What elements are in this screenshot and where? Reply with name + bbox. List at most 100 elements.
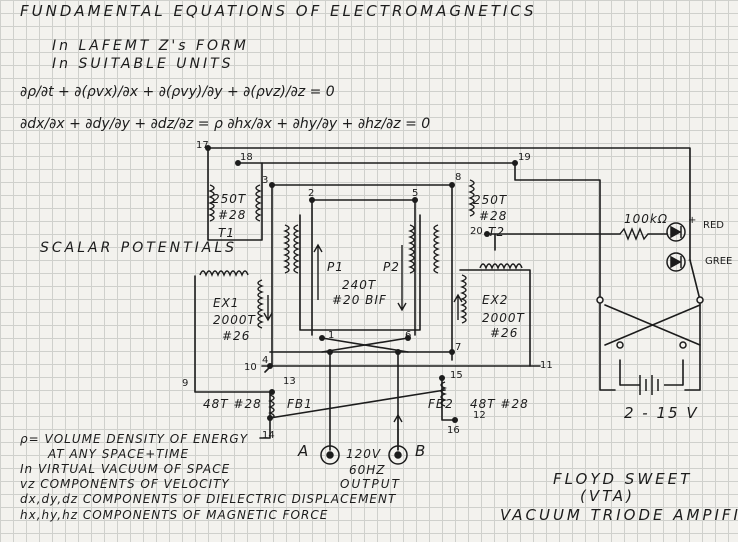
led-red-label: RED [703, 220, 724, 231]
output-voltage: 120V [346, 447, 382, 461]
arrow-down-left [263, 295, 273, 322]
ex1-vert-winding [257, 279, 264, 329]
resistor-label: 100kΩ [624, 212, 669, 226]
t1-turns: 250T [212, 192, 247, 206]
node-7: 7 [455, 342, 462, 353]
node-17: 17 [196, 140, 209, 151]
junction-dots-icon [205, 145, 518, 423]
led-red-icon [666, 222, 686, 242]
terminal-a-label: A [298, 442, 309, 460]
primary-gauge: #20 BIF [332, 293, 387, 307]
wire-battery-leads [619, 359, 684, 386]
output-terminal-a-icon [320, 445, 340, 465]
led-plus: + [688, 215, 697, 226]
node-4: 4 [262, 355, 269, 366]
fb2-name: FB2 [428, 397, 454, 411]
output-terminal-b-icon [388, 445, 408, 465]
ex1-turns: 2000T [213, 313, 256, 327]
credit-acronym: (VTA) [580, 487, 636, 505]
node-12: 12 [473, 410, 486, 421]
output-label: OUTPUT [340, 477, 401, 491]
arrow-up-right [453, 293, 463, 320]
node-2: 2 [308, 188, 315, 199]
fb1-winding [268, 394, 275, 420]
supply-voltage: 2 - 15 V [624, 404, 699, 422]
wire-17-frame [207, 147, 701, 301]
t2-turns: 250T [473, 193, 508, 207]
led-green-label: GREE [705, 256, 733, 267]
wire-switch-rails [599, 299, 701, 391]
wire-switch-cross-2 [604, 304, 701, 346]
ex2-name: EX2 [482, 293, 509, 307]
t2-gauge: #28 [479, 209, 508, 223]
t2-winding [468, 179, 475, 217]
node-1: 1 [328, 330, 335, 341]
diagram-title: FUNDAMENTAL EQUATIONS OF ELECTROMAGNETIC… [20, 2, 537, 20]
node-19: 19 [518, 152, 531, 163]
node-15: 15 [450, 370, 463, 381]
t1-winding-right [255, 184, 262, 222]
node-5: 5 [412, 188, 419, 199]
ex1-gauge: #26 [222, 329, 251, 343]
switch-contacts-icon [596, 296, 704, 349]
node-16: 16 [447, 425, 460, 436]
arrow-up-left [313, 243, 323, 300]
node-8: 8 [455, 172, 462, 183]
p1-winding-a [283, 224, 290, 274]
node-6: 6 [405, 330, 412, 341]
legend-line-6: hx,hy,hz COMPONENTS OF MAGNETIC FORCE [20, 508, 329, 522]
p1-name: P1 [327, 260, 344, 274]
wire-fb-diagonal [269, 389, 446, 419]
fb1-name: FB1 [287, 397, 313, 411]
credit-device: VACUUM TRIODE AMPIFIE [500, 506, 738, 524]
node-13: 13 [283, 376, 296, 387]
scalar-potentials-label: SCALAR POTENTIALS [40, 240, 238, 256]
legend-line-2: AT ANY SPACE+TIME [48, 447, 190, 461]
credit-name: FLOYD SWEET [553, 470, 693, 488]
p2-name: P2 [383, 260, 400, 274]
continuity-equation: ∂ρ/∂t + ∂(ρvx)/∂x + ∂(ρvy)/∂y + ∂(ρvz)/∂… [20, 84, 335, 100]
primary-turns: 240T [342, 278, 377, 292]
legend-line-5: dx,dy,dz COMPONENTS OF DIELECTRIC DISPLA… [20, 492, 397, 506]
subtitle-line-2: In SUITABLE UNITS [52, 56, 234, 72]
ex1-name: EX1 [213, 296, 240, 310]
fb1-spec: 48T #28 [203, 397, 262, 411]
wire-inner-box [299, 214, 421, 331]
ex2-turns: 2000T [482, 311, 525, 325]
subtitle-line-1: In LAFEMT Z's FORM [52, 38, 249, 54]
wire-t1-frame [207, 147, 263, 241]
arrow-output-b [393, 413, 403, 450]
node-14: 14 [262, 430, 275, 441]
divergence-equations: ∂dx/∂x + ∂dy/∂y + ∂dz/∂z = ρ ∂hx/∂x + ∂h… [20, 116, 431, 132]
t2-name: T2 [488, 225, 505, 239]
wire-18-19 [237, 162, 601, 301]
p2-winding-a [408, 224, 415, 274]
led-green-icon [666, 252, 686, 272]
t1-name: T1 [218, 226, 235, 240]
wire-cross-2 [321, 337, 409, 353]
legend-line-4: vz COMPONENTS OF VELOCITY [20, 477, 230, 491]
p2-winding-b [433, 224, 440, 274]
wire-ex1-frame [194, 275, 271, 393]
ex2-winding [479, 263, 523, 270]
node-11: 11 [540, 360, 553, 371]
node-3: 3 [262, 175, 269, 186]
battery-icon [620, 375, 683, 395]
node-18: 18 [240, 152, 253, 163]
node-20: 20 [470, 226, 483, 237]
legend-line-3: In VIRTUAL VACUUM OF SPACE [20, 462, 231, 476]
resistor-zigzag [619, 227, 668, 241]
p1-winding-b [293, 224, 300, 274]
output-frequency: 60HZ [349, 463, 386, 477]
fb2-winding [440, 381, 447, 407]
t1-winding [208, 184, 215, 222]
legend-line-1: ρ= VOLUME DENSITY OF ENERGY [20, 432, 249, 446]
led-minus: - [688, 255, 692, 266]
fb2-spec: 48T #28 [470, 397, 529, 411]
wire-ex2-frame [459, 269, 531, 367]
terminal-b-label: B [415, 442, 426, 460]
ex2-vert-winding [460, 274, 467, 324]
ex1-winding [199, 270, 249, 277]
